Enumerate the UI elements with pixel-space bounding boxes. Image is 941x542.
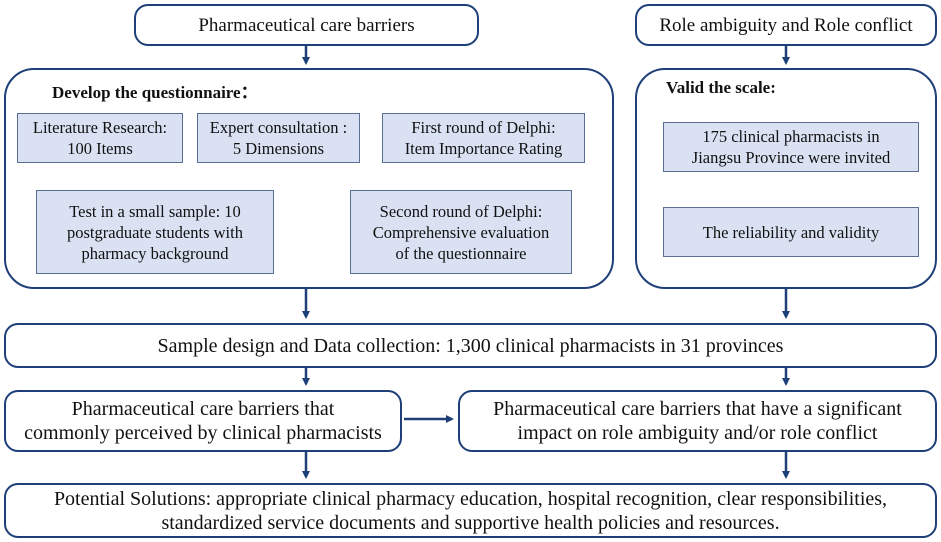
commonly-perceived-line2: commonly perceived by clinical pharmacis… (24, 422, 382, 444)
commonly-perceived-line1: Pharmaceutical care barriers that (71, 398, 335, 420)
significant-impact-line1: Pharmaceutical care barriers that have a… (493, 398, 902, 420)
literature-research-line2: 100 Items (67, 139, 133, 158)
potential-solutions-line2: standardized service documents and suppo… (161, 511, 780, 534)
significant-impact-box: Pharmaceutical care barriers that have a… (458, 390, 937, 452)
literature-research-step: Literature Research: 100 Items (17, 113, 183, 163)
small-sample-test-line1: Test in a small sample: 10 (69, 201, 241, 221)
first-round-delphi-step: First round of Delphi: Item Importance Ra… (382, 113, 585, 163)
reliability-validity-step: The reliability and validity (663, 207, 919, 257)
potential-solutions-line1: Potential Solutions: appropriate clinica… (53, 487, 888, 510)
second-round-delphi-step: Second round of Delphi:Comprehensive eva… (350, 190, 572, 274)
potential-solutions-box: Potential Solutions: appropriate clinica… (4, 483, 937, 538)
pharmacists-invited-line1: 175 clinical pharmacists in (702, 127, 880, 146)
role-ambiguity-conflict-box: Role ambiguity and Role conflict (635, 4, 937, 46)
sample-design-label: Sample design and Data collection: 1,300… (157, 334, 784, 357)
second-round-delphi-line1: Second round of Delphi: (379, 201, 543, 221)
expert-consultation-line2: 5 Dimensions (232, 139, 325, 158)
small-sample-test-line2: postgraduate students with (67, 222, 243, 242)
small-sample-test-line3: pharmacy background (81, 243, 229, 263)
reliability-validity-line1: The reliability and validity (702, 222, 880, 242)
second-round-delphi-line3: of the questionnaire (395, 243, 527, 263)
valid-scale-title: Valid the scale: (666, 78, 776, 97)
expert-consultation-line1: Expert consultation : (209, 118, 348, 137)
first-round-delphi-line2: Item Importance Rating (404, 139, 563, 158)
pharmacists-invited-line2: Jiangsu Province were invited (691, 148, 891, 167)
develop-questionnaire-title: Develop the questionnaire： (52, 83, 258, 102)
pharmaceutical-care-barriers-label: Pharmaceutical care barriers (198, 14, 415, 36)
pharmaceutical-care-barriers-box: Pharmaceutical care barriers (134, 4, 479, 46)
expert-consultation-step: Expert consultation : 5 Dimensions (197, 113, 360, 163)
pharmacists-invited-step: 175 clinical pharmacists in Jiangsu Provi… (663, 122, 919, 172)
literature-research-line1: Literature Research: (32, 118, 168, 137)
significant-impact-line2: impact on role ambiguity and/or role con… (517, 422, 878, 444)
sample-design-box: Sample design and Data collection: 1,300… (4, 323, 937, 368)
first-round-delphi-line1: First round of Delphi: (411, 118, 556, 137)
role-ambiguity-conflict-label: Role ambiguity and Role conflict (659, 14, 913, 36)
second-round-delphi-line2: Comprehensive evaluation (372, 222, 550, 242)
